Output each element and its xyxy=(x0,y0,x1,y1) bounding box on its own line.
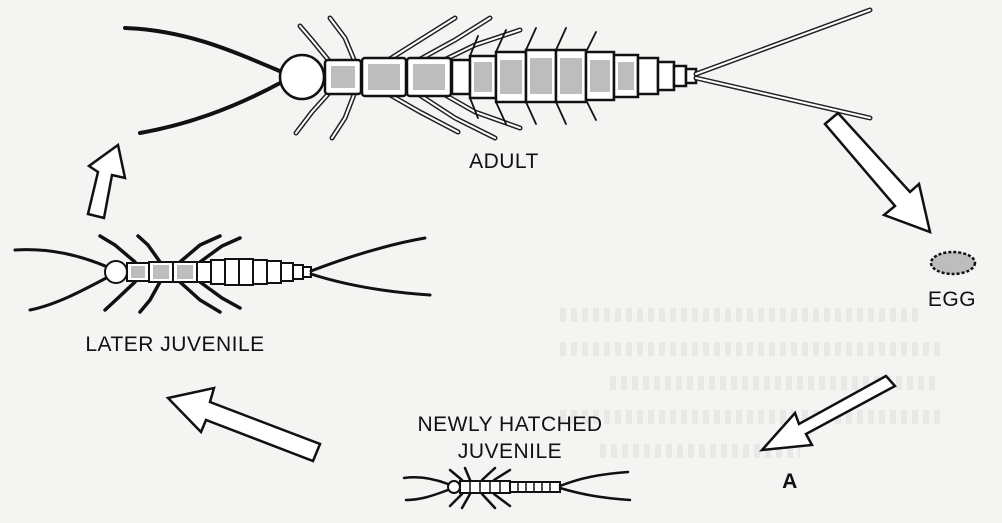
adult-antenna xyxy=(125,28,282,72)
arrow-later-juvenile-to-adult xyxy=(88,145,125,218)
adult-insect xyxy=(125,10,870,138)
newly-hatched-insect xyxy=(404,468,630,508)
juvenile-antenna xyxy=(30,276,110,310)
label-stage-a: A xyxy=(770,470,810,494)
juvenile-antenna xyxy=(15,250,110,268)
juvenile-tail xyxy=(311,274,430,295)
adult-abdomen xyxy=(452,50,696,102)
arrow-adult-to-egg xyxy=(825,113,930,232)
arrow-egg-to-a xyxy=(762,376,895,450)
label-newly-hatched-line2: JUVENILE xyxy=(410,440,610,464)
egg xyxy=(931,252,975,274)
juvenile-abdomen xyxy=(197,259,311,285)
juvenile-tail xyxy=(311,238,425,271)
label-newly-hatched-line1: NEWLY HATCHED xyxy=(360,413,660,437)
later-juvenile-insect xyxy=(15,236,430,312)
label-egg: EGG xyxy=(912,288,992,312)
adult-antenna xyxy=(140,82,282,133)
label-later-juvenile: LATER JUVENILE xyxy=(30,333,320,357)
label-adult: ADULT xyxy=(449,150,559,174)
adult-head xyxy=(280,55,324,99)
juvenile-head xyxy=(105,261,127,283)
arrow-newly-hatched-to-later-juvenile xyxy=(168,388,320,461)
